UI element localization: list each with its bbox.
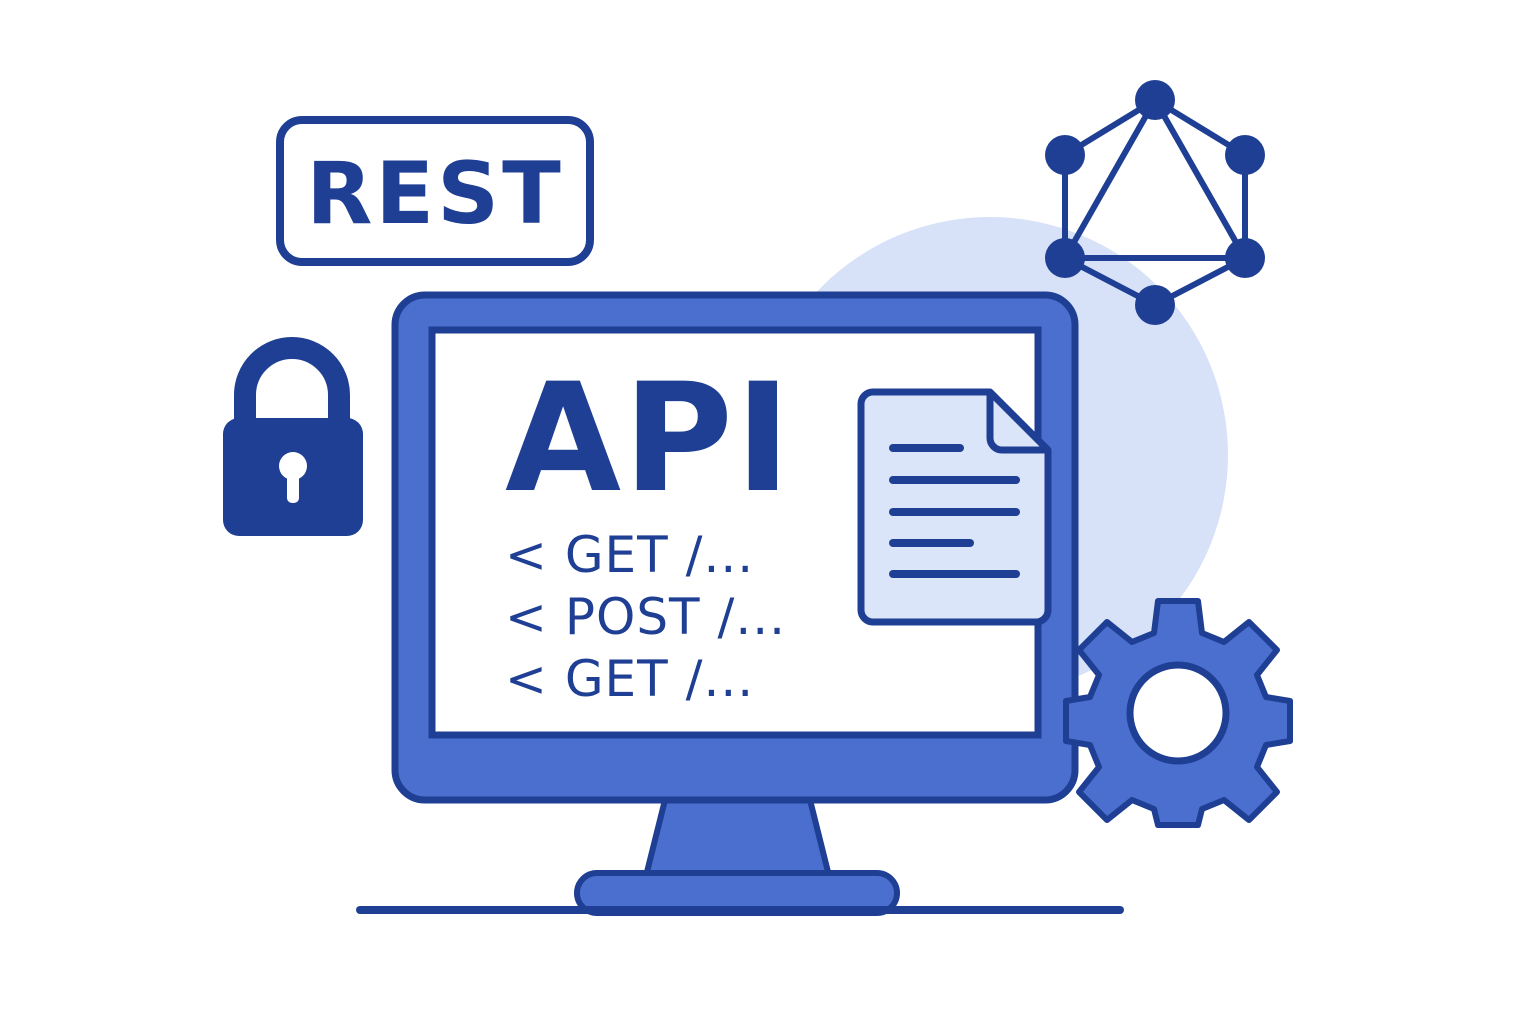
monitor-stand (642, 797, 833, 883)
code-line: < GET /... (505, 650, 754, 708)
code-method: GET (565, 526, 669, 584)
code-method: POST (565, 588, 701, 646)
api-title: API (505, 352, 793, 526)
svg-text:< GET /...: < GET /... (505, 526, 754, 584)
code-path: /... (718, 588, 787, 646)
document-icon (857, 388, 1052, 626)
code-line: < GET /... (505, 526, 754, 584)
chevron-left-icon: < (505, 526, 548, 584)
rest-badge-label: REST (306, 144, 564, 244)
code-path: /... (686, 650, 755, 708)
svg-text:< GET /...: < GET /... (505, 650, 754, 708)
chevron-left-icon: < (505, 588, 548, 646)
code-method: GET (565, 650, 669, 708)
code-lines: < GET /... < POST /... < GET /... (505, 526, 786, 708)
code-path: /... (686, 526, 755, 584)
gear-icon (1063, 598, 1293, 828)
graphql-network-icon (1045, 80, 1265, 325)
lock-icon (223, 337, 363, 536)
chevron-left-icon: < (505, 650, 548, 708)
rest-badge: REST (276, 116, 594, 266)
svg-text:< POST /...: < POST /... (505, 588, 786, 646)
code-line: < POST /... (505, 588, 786, 646)
